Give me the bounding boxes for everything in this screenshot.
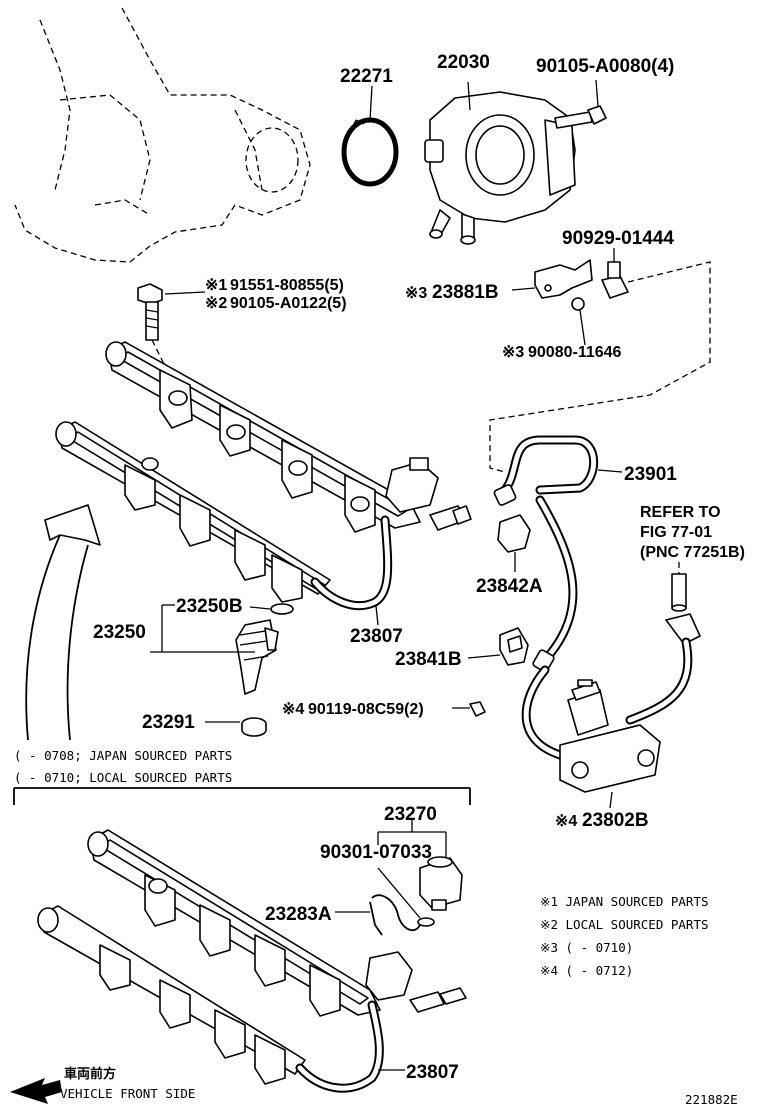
label-22030: 22030: [437, 52, 490, 73]
gasket-22271: [341, 85, 399, 187]
vehicle-front-jp: 車両前方: [64, 1066, 116, 1081]
refer-line-1: REFER TO: [640, 504, 721, 521]
vsv-90929-01444: [601, 248, 629, 299]
refer-line-3: (PNC 77251B): [640, 544, 745, 561]
fuel-rail-lower-variant: [37, 829, 467, 1093]
label-23250b: 23250B: [176, 596, 243, 617]
fuel-hose-23901: [493, 435, 623, 673]
label-90929-01444: 90929-01444: [562, 228, 674, 249]
mark-90119: ※4: [282, 701, 304, 718]
label-90105-a0122: 90105-A0122(5): [230, 295, 347, 312]
intake-manifold-phantom: [14, 7, 311, 263]
mark-23802b: ※4: [555, 813, 577, 830]
range-note-local: ( - 0710; LOCAL SOURCED PARTS: [14, 770, 232, 785]
label-23250: 23250: [93, 622, 146, 643]
label-90119-08c59: 90119-08C59(2): [308, 701, 424, 718]
label-23841b: 23841B: [395, 649, 462, 670]
figure-code: 221882E: [685, 1092, 738, 1107]
label-22271: 22271: [340, 66, 393, 87]
label-23283a: 23283A: [265, 904, 332, 925]
label-23802b: 23802B: [582, 810, 649, 831]
legend-2: ※2 LOCAL SOURCED PARTS: [540, 917, 709, 932]
fuel-rail-lower: [55, 421, 331, 603]
label-23901: 23901: [624, 464, 677, 485]
clip-23283a: [335, 894, 421, 936]
bolt-90119-08c59: [452, 701, 486, 717]
label-90080-11646: 90080-11646: [528, 344, 622, 361]
label-23807-upper: 23807: [350, 626, 403, 647]
damper-23270: [377, 820, 463, 927]
clip-23842a: [497, 514, 531, 572]
mark-90080: ※3: [502, 344, 524, 361]
legend-4: ※4 ( - 0712): [540, 963, 633, 978]
regulator-23802b: [521, 665, 661, 809]
bracket-23881b: [511, 259, 593, 299]
label-91551-80855: 91551-80855(5): [230, 277, 344, 294]
mark-91551: ※1: [205, 277, 227, 294]
injector-23250: [150, 603, 294, 695]
bolt-90105-a0080: [554, 79, 607, 129]
legend-1: ※1 JAPAN SOURCED PARTS: [540, 894, 709, 909]
refer-hose-77251b: [625, 562, 701, 725]
vehicle-front-arrow-icon: [10, 1078, 62, 1104]
clip-23841b: [467, 627, 529, 666]
bolt-91551-80855: [137, 283, 206, 373]
vehicle-front-en: VEHICLE FRONT SIDE: [60, 1086, 195, 1101]
assembly-arrow: [25, 504, 101, 741]
fuel-pipe-23807-upper: [310, 515, 393, 626]
label-23270: 23270: [384, 804, 437, 825]
refer-line-2: FIG 77-01: [640, 524, 712, 541]
label-23807-lower: 23807: [406, 1062, 459, 1083]
range-note-japan: ( - 0708; JAPAN SOURCED PARTS: [14, 748, 232, 763]
mark-90105-a0122: ※2: [205, 295, 227, 312]
legend-3: ※3 ( - 0710): [540, 940, 633, 955]
label-90301-07033: 90301-07033: [320, 842, 432, 863]
insulator-23291: [205, 717, 267, 737]
label-23842a: 23842A: [476, 576, 543, 597]
label-23291: 23291: [142, 712, 195, 733]
label-90105-a0080: 90105-A0080(4): [536, 56, 674, 77]
mark-23881b: ※3: [405, 285, 427, 302]
throttle-body-22030: [424, 81, 576, 245]
label-23881b: 23881B: [432, 282, 499, 303]
bolt-90080-11646: [571, 297, 586, 346]
section-divider: [13, 787, 471, 805]
fuel-rail-upper: [105, 341, 472, 533]
